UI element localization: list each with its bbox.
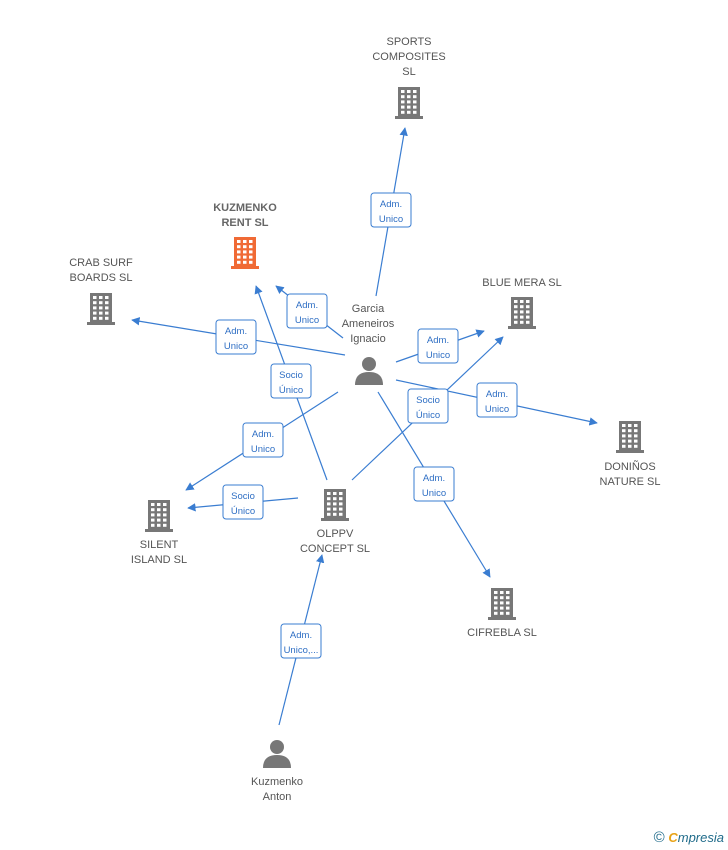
edge-label-text: Adm. (225, 326, 247, 337)
node-olppv[interactable]: OLPPV CONCEPT SL (300, 489, 370, 555)
node-label: Kuzmenko (251, 776, 303, 788)
logo-brand-rest: mpresia (677, 830, 724, 845)
edge-label-text: Único (416, 410, 440, 421)
edge-label[interactable]: Adm. Unico,... (280, 623, 322, 659)
edge-label[interactable]: Adm. Unico (413, 466, 455, 502)
node-donino[interactable]: DONIÑOS NATURE SL (600, 421, 661, 488)
edge-label-text: Unico,... (284, 645, 319, 656)
node-sports[interactable]: SPORTS COMPOSITES SL (372, 36, 446, 119)
node-label: ISLAND SL (131, 554, 187, 566)
node-silent[interactable]: SILENT ISLAND SL (131, 500, 187, 566)
edge-label-box (215, 319, 257, 355)
node-label: NATURE SL (600, 476, 661, 488)
node-label: BLUE MERA SL (482, 277, 561, 289)
node-label: CONCEPT SL (300, 543, 370, 555)
node-bluemera[interactable]: BLUE MERA SL (482, 277, 562, 329)
edge-label-box (286, 293, 328, 329)
edge-label-text: Socio (279, 370, 303, 381)
node-label: RENT SL (221, 217, 268, 229)
empresia-logo: © Cmpresia (654, 829, 724, 846)
edge-label-text: Unico (295, 315, 319, 326)
node-label: SL (402, 66, 415, 78)
building-icon (231, 237, 259, 269)
edge-label-text: Adm. (423, 473, 445, 484)
building-icon (145, 500, 173, 532)
nodes-layer: SPORTS COMPOSITES SL KUZMENKO RENT SL CRAB SU… (69, 36, 660, 803)
node-label: Ignacio (350, 333, 385, 345)
edge-label-box (222, 484, 264, 520)
node-label: CRAB SURF (69, 257, 133, 269)
node-label: SILENT (140, 539, 179, 551)
edge-label-text: Socio (231, 491, 255, 502)
edge-label[interactable]: Adm. Unico (417, 328, 459, 364)
edge-label-box (476, 382, 518, 418)
building-icon (87, 293, 115, 325)
edge-label[interactable]: Adm. Unico (476, 382, 518, 418)
edge-labels-layer: Adm.UnicoAdm.UnicoAdm.UnicoAdm.UnicoAdm.… (215, 192, 518, 659)
edge-label[interactable]: Adm. Unico (242, 422, 284, 458)
edge-label-text: Unico (422, 488, 446, 499)
edge-label-text: Adm. (296, 300, 318, 311)
edge-label-text: Socio (416, 395, 440, 406)
node-label: SPORTS (386, 36, 431, 48)
building-icon (488, 588, 516, 620)
edge-label-text: Unico (485, 404, 509, 415)
building-icon (616, 421, 644, 453)
edge-label-text: Adm. (486, 389, 508, 400)
edge-label-box (407, 388, 449, 424)
node-label: CIFREBLA SL (467, 627, 537, 639)
edge-label-box (370, 192, 412, 228)
node-label: Anton (263, 791, 292, 803)
node-label: BOARDS SL (70, 272, 133, 284)
edge-label-box (242, 422, 284, 458)
edge-label-text: Unico (251, 444, 275, 455)
node-label: Garcia (352, 303, 385, 315)
edge-label-text: Unico (426, 350, 450, 361)
edge-label-box (280, 623, 322, 659)
edge-label-text: Adm. (380, 199, 402, 210)
node-cifrebla[interactable]: CIFREBLA SL (467, 588, 537, 639)
node-crab[interactable]: CRAB SURF BOARDS SL (69, 257, 133, 325)
edge-label-box (270, 363, 312, 399)
edge-label-box (417, 328, 459, 364)
person-icon (355, 357, 383, 385)
edge-label[interactable]: Adm. Unico (370, 192, 412, 228)
edge-label-text: Único (231, 506, 255, 517)
edge-label[interactable]: Adm. Unico (286, 293, 328, 329)
building-icon (321, 489, 349, 521)
edge-label-text: Adm. (290, 630, 312, 641)
edge-label-text: Adm. (427, 335, 449, 346)
building-icon (395, 87, 423, 119)
node-label: OLPPV (317, 528, 354, 540)
person-icon (263, 740, 291, 768)
edge-label-box (413, 466, 455, 502)
logo-brand-initial: C (668, 830, 678, 845)
edge-label-text: Único (279, 385, 303, 396)
edge-label-text: Adm. (252, 429, 274, 440)
copyright-symbol: © (653, 829, 665, 846)
edge-label-text: Unico (379, 214, 403, 225)
node-label: DONIÑOS (604, 460, 655, 473)
building-icon (508, 297, 536, 329)
node-label: Ameneiros (342, 318, 395, 330)
node-label: KUZMENKO (213, 202, 277, 214)
edge-label-text: Unico (224, 341, 248, 352)
edge-label[interactable]: Adm. Unico (215, 319, 257, 355)
node-label: COMPOSITES (372, 51, 445, 63)
node-kuzmenko-rent[interactable]: KUZMENKO RENT SL (213, 202, 277, 269)
